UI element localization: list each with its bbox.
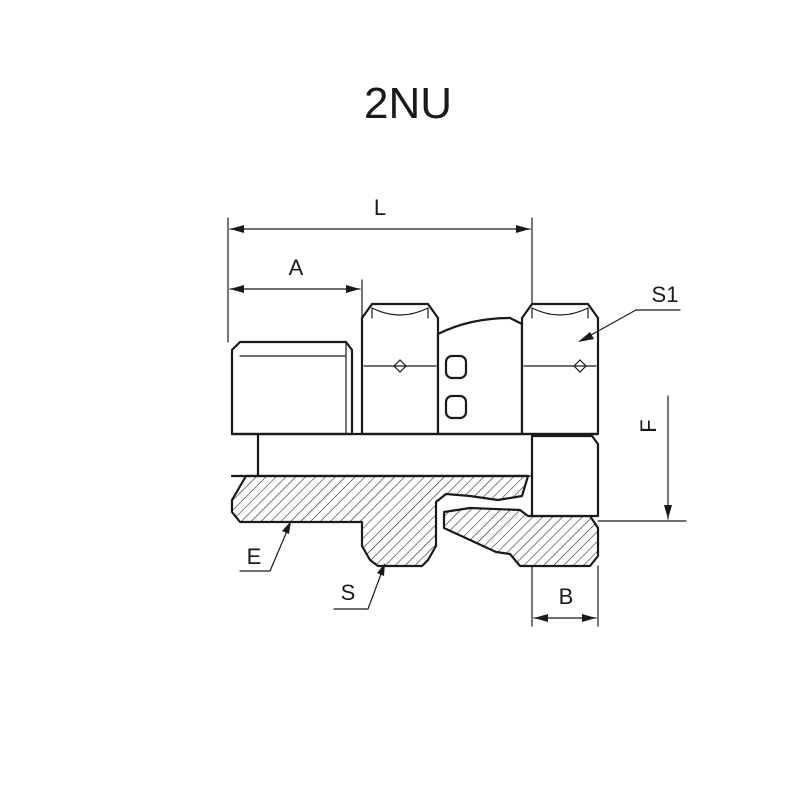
dimension-s1: S1 xyxy=(578,282,681,342)
section-swivel xyxy=(442,506,600,568)
dimension-e: E xyxy=(239,521,291,572)
hex-nut-s xyxy=(360,302,440,436)
fitting-section-view xyxy=(230,434,600,568)
dimension-label-e: E xyxy=(247,544,262,569)
hex-nut-s1 xyxy=(520,302,600,436)
dimension-f: F xyxy=(597,395,687,522)
dimension-b: B xyxy=(531,565,599,627)
dimension-a: A xyxy=(229,255,363,319)
dimension-label-s: S xyxy=(341,580,356,605)
dimension-s: S xyxy=(333,563,385,610)
section-body xyxy=(230,474,530,568)
dimension-label-s1: S1 xyxy=(652,282,679,307)
dimension-l: L xyxy=(227,195,533,343)
fitting-external-view xyxy=(230,302,600,436)
section-nut-inner xyxy=(530,434,600,518)
dimension-label-l: L xyxy=(374,195,386,220)
o-ring-lower xyxy=(444,394,468,420)
dimension-label-f: F xyxy=(636,419,661,432)
dimension-label-a: A xyxy=(289,255,304,280)
o-ring-upper xyxy=(444,354,468,380)
dimension-label-b: B xyxy=(559,584,574,609)
drawing-title: 2NU xyxy=(364,79,452,128)
